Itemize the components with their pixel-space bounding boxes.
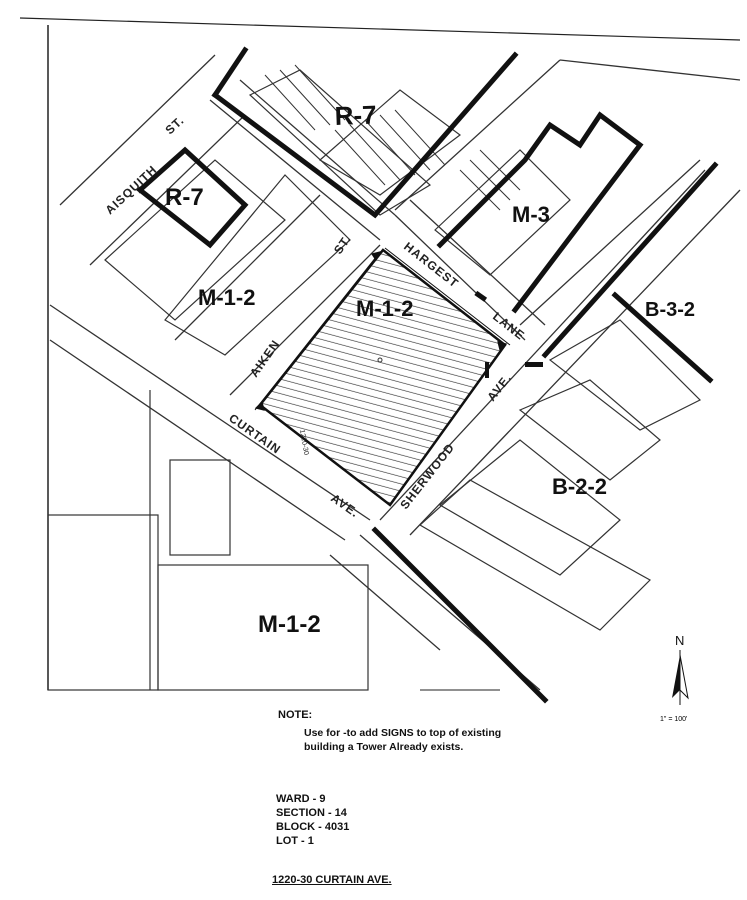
row-houses <box>264 64 521 211</box>
zone-label-b32: B-3-2 <box>645 299 695 321</box>
dimension-arrows <box>254 251 508 411</box>
north-arrow: N <box>672 633 689 705</box>
ward-label: WARD - 9 <box>276 793 326 805</box>
parcel-dimension-label: 1220-30 <box>298 429 309 456</box>
street-label-aisquith: AISQUITH <box>102 162 159 217</box>
lot-info: WARD - 9 SECTION - 14 BLOCK - 4031 LOT -… <box>276 792 349 848</box>
street-label-aisquith-st: ST. <box>162 113 186 137</box>
markers <box>474 290 543 378</box>
zone-label-b22: B-2-2 <box>552 474 607 499</box>
street-label-aiken: AIKEN <box>247 337 283 380</box>
block-label: BLOCK - 4031 <box>276 821 350 833</box>
zone-label-m3: M-3 <box>512 202 550 227</box>
note-title: NOTE: <box>278 709 313 721</box>
address-label: 1220-30 CURTAIN AVE. <box>272 874 392 886</box>
zone-label-r7-left: R-7 <box>165 184 204 211</box>
zone-label-m12-left: M-1-2 <box>198 285 255 310</box>
zone-label-m12-bottom: M-1-2 <box>258 611 321 638</box>
street-label-aiken-st: ST. <box>331 232 354 257</box>
street-edges <box>49 54 741 691</box>
note-body: Use for -to add SIGNS to top of existing… <box>304 727 502 753</box>
zone-label-r7-top: R-7 <box>334 100 377 131</box>
zone-label-m12-site: M-1-2 <box>356 296 413 321</box>
north-letter: N <box>675 633 684 648</box>
street-label-curtain-ave: AVE. <box>328 491 362 520</box>
scale-label: 1" = 100' <box>660 716 688 723</box>
site-parcel <box>254 247 511 507</box>
zoning-boundaries <box>136 46 719 704</box>
lot-label: LOT - 1 <box>276 835 314 847</box>
building-outlines <box>47 69 702 691</box>
section-label: SECTION - 14 <box>276 807 347 819</box>
